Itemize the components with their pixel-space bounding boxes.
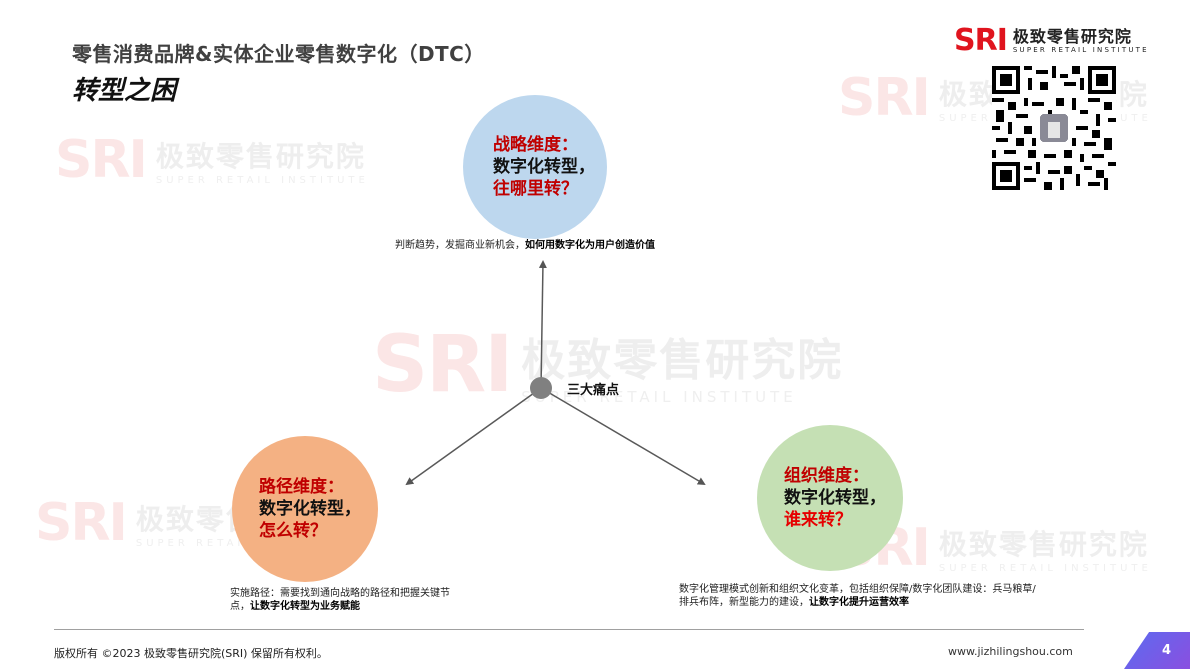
page-subtitle: 转型之困: [72, 76, 177, 106]
arrow-to-organization: [540, 387, 706, 486]
arrow-to-strategy: [538, 260, 547, 389]
website-link[interactable]: www.jizhilingshou.com: [948, 645, 1073, 658]
center-label: 三大痛点: [567, 383, 620, 398]
organization-description: 数字化管理模式创新和组织文化变革，包括组织保障/数字化团队建设：兵马粮草/排兵布…: [679, 584, 1036, 608]
path-description: 实施路径：需要找到通向战略的路径和把握关键节点，让数字化转型为业务赋能: [230, 588, 450, 612]
qr-code-icon: [992, 66, 1116, 190]
footer-divider: [54, 629, 1084, 630]
page-title: 零售消费品牌&实体企业零售数字化（DTC）: [72, 42, 485, 66]
brand-logo: SRI 极致零售研究院 SUPER RETAIL INSTITUTE: [954, 23, 1149, 58]
copyright-text: 版权所有 ©2023 极致零售研究院(SRI) 保留所有权利。: [54, 647, 328, 660]
strategy-dimension-circle: 战略维度： 数字化转型， 往哪里转？: [463, 95, 607, 239]
center-node-dot: [530, 377, 552, 399]
sri-logo-mark: SRI: [954, 23, 1008, 58]
strategy-description: 判断趋势，发掘商业新机会，如何用数字化为用户创造价值: [395, 240, 655, 251]
arrow-to-path: [405, 387, 542, 486]
path-dimension-circle: 路径维度： 数字化转型， 怎么转？: [232, 436, 378, 582]
organization-dimension-circle: 组织维度： 数字化转型， 谁来转？: [757, 425, 903, 571]
